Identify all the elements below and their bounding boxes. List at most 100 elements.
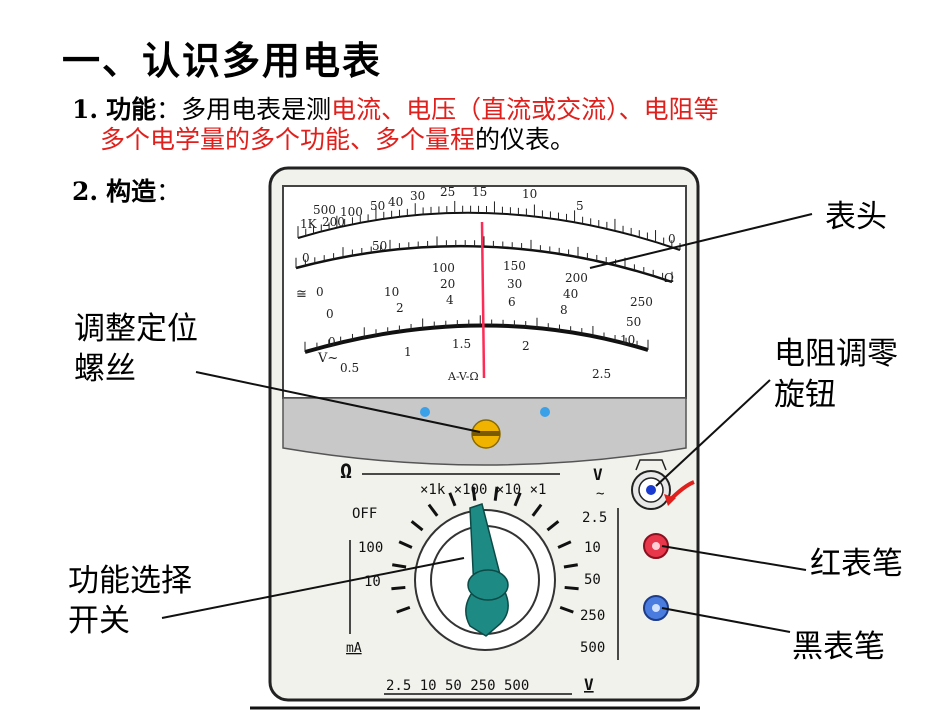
dc2-tick-10: 10	[384, 285, 399, 299]
selector-tick	[559, 605, 574, 614]
dc3-tick-2: 2	[396, 301, 404, 315]
function-number: 1.	[72, 95, 99, 124]
label-black-probe: 黑表笔	[792, 629, 885, 665]
panel-bottom-unit: V	[584, 675, 594, 694]
function-text-a: 多用电表是测	[181, 95, 332, 124]
label-meter-head: 表头	[825, 199, 887, 235]
tick-label-15: 15	[472, 185, 487, 199]
bezel-dot-left	[420, 407, 430, 417]
function-heading: 功能	[106, 95, 157, 124]
function-text-red-b: 多个电学量的多个功能、多个量程	[100, 125, 476, 154]
leader-zero-screw	[195, 371, 481, 433]
leader-meter-head	[589, 213, 813, 269]
label-ohm-knob-2: 旋钮	[774, 377, 836, 413]
panel-volt-symbol: V	[593, 465, 603, 484]
selector-tick	[546, 520, 560, 532]
structure-heading: 构造	[106, 177, 157, 206]
page-title: 一、认识多用电表	[62, 39, 383, 83]
ohm-zero-knob-center	[646, 485, 656, 495]
bezel-dot-right	[540, 407, 550, 417]
function-colon: ：	[156, 95, 182, 124]
selector-tick	[564, 585, 579, 591]
panel-ohm-ranges: ×1k ×100 ×10 ×1	[420, 482, 546, 498]
center-mark: A-V-Ω	[447, 370, 479, 383]
selector-tick	[493, 486, 499, 501]
dc3-tick-0: 0	[326, 307, 334, 321]
panel-v-50: 50	[584, 572, 601, 588]
dc2-tick-20: 20	[440, 277, 455, 291]
leader-ohm-knob	[655, 379, 771, 487]
panel-v-10: 10	[584, 540, 601, 556]
structure-colon: ：	[156, 177, 182, 206]
panel-ac-mark: ~	[596, 486, 604, 502]
selector-tick	[396, 605, 411, 614]
label-red-probe: 红表笔	[810, 546, 903, 582]
dc2-tick-0: 0	[316, 285, 324, 299]
panel-v-2-5: 2.5	[582, 510, 607, 526]
label-selector-1: 功能选择	[68, 563, 192, 599]
ac-symbol: V~	[317, 351, 338, 366]
tick-label-30: 30	[410, 189, 425, 203]
dc-tick-50: 50	[372, 239, 387, 253]
tick-label-10: 10	[522, 187, 537, 201]
selector-tick	[391, 585, 406, 591]
tick-label-50: 50	[370, 199, 385, 213]
ac-tick-15: 1.5	[452, 337, 471, 351]
ac-tick-1: 1	[404, 345, 412, 359]
selector-tick	[398, 540, 413, 549]
function-text-b: 的仪表。	[475, 125, 576, 154]
scale-arc-ac	[304, 323, 649, 354]
dc2-tick-40: 40	[563, 287, 578, 301]
dc3-tick-8: 8	[560, 303, 568, 317]
dc2-tick-50: 50	[626, 315, 641, 329]
selector-tick	[410, 520, 424, 532]
selector-tick	[471, 486, 477, 501]
tick-label-0: 0	[668, 232, 676, 246]
omega-symbol: Ω	[664, 271, 674, 285]
ac-tick-25: 2.5	[592, 367, 611, 381]
selector-tick	[513, 492, 522, 507]
selector-tick	[448, 492, 457, 507]
dc-tick-100: 100	[432, 261, 455, 275]
label-ohm-knob-1: 电阻调零	[774, 336, 898, 372]
leader-red-probe	[661, 545, 807, 571]
panel-ma-unit: mA	[346, 641, 362, 656]
dc2-tick-30: 30	[507, 277, 522, 291]
function-line-2: 多个电学量的多个功能、多个量程的仪表。	[100, 120, 575, 156]
tick-label-25: 25	[440, 185, 455, 199]
tick-label-100: 100	[340, 205, 363, 219]
panel-bottom-ranges: 2.5 10 50 250 500	[386, 678, 529, 694]
label-selector-2: 开关	[68, 603, 130, 639]
dc-tick-200: 200	[565, 271, 588, 285]
panel-ohm-symbol: Ω	[340, 459, 352, 483]
scale-ticks	[295, 200, 681, 352]
ac-tick-05: 0.5	[340, 361, 359, 375]
selector-tick	[557, 540, 572, 549]
dc-tick-0: 0	[302, 251, 310, 265]
tick-label-5: 5	[576, 199, 584, 213]
dc3-tick-6: 6	[508, 295, 516, 309]
function-text-red-a: 电流、电压（直流或交流）、电阻等	[331, 95, 719, 124]
dc3-tick-10: 10	[620, 333, 635, 347]
ac-tick-0: 0	[328, 335, 336, 349]
tick-label-1k: 1K	[300, 217, 318, 231]
selector-ticks	[391, 486, 579, 614]
tick-label-40: 40	[388, 195, 403, 209]
selector-tick	[392, 563, 407, 569]
selector-tick	[427, 503, 439, 517]
dc-tick-150: 150	[503, 259, 526, 273]
meter-needle	[480, 221, 486, 379]
dc-symbol: ≅	[296, 287, 307, 302]
selector-knob-hub	[467, 569, 509, 601]
function-line: 1. 功能：多用电表是测电流、电压（直流或交流）、电阻等	[72, 90, 719, 126]
label-zero-screw-1: 调整定位	[74, 311, 198, 347]
panel-v-500: 500	[580, 640, 605, 656]
leader-black-probe	[661, 607, 791, 633]
tick-label-500: 500	[313, 203, 336, 217]
panel-ma-100: 100	[358, 540, 383, 556]
ac-tick-2: 2	[522, 339, 530, 353]
tick-label-200: 200	[322, 215, 345, 229]
leader-selector	[161, 557, 465, 619]
structure-number: 2.	[72, 177, 99, 206]
selector-tick	[531, 503, 543, 517]
